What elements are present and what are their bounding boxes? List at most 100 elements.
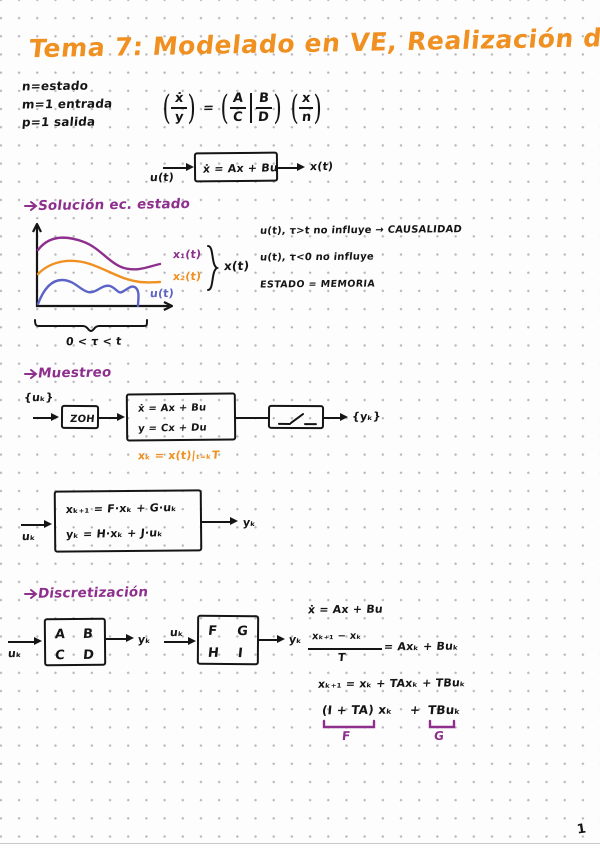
- zoh-label: ZOH: [69, 413, 96, 426]
- curve-label-x1: x₁(t): [172, 247, 202, 262]
- abcd-input-label: uₖ: [7, 646, 23, 661]
- discrete-input-label: uₖ: [21, 529, 37, 544]
- note-causality: u(t), τ>t no influye → CAUSALIDAD: [259, 224, 463, 237]
- page-title: Tema 7: Modelado en VE, Realización digi…: [27, 21, 600, 64]
- discrete-output-arrow: [230, 516, 238, 525]
- sampling-output-sequence: {yₖ}: [351, 409, 382, 424]
- curve-label-x2: x₂(t): [172, 269, 202, 284]
- matrix-lhs-bottom: y: [174, 109, 185, 126]
- fghi-box: F G H I: [196, 614, 260, 666]
- sample-relation: xₖ = x(t)|ₜ₌ₖT: [137, 448, 221, 463]
- fghi-g: G: [236, 624, 249, 640]
- matrix-c: C: [232, 109, 244, 126]
- abcd-output-label: yₖ: [137, 632, 152, 647]
- paren-open-1: (: [162, 87, 171, 128]
- brace-g-label: G: [433, 728, 445, 744]
- abcd-c: C: [54, 648, 66, 664]
- abcd-output-arrow: [126, 633, 134, 642]
- fghi-input-arrow: [188, 636, 196, 645]
- discrete-input-line: [21, 524, 46, 526]
- state-input-arrow: [186, 162, 194, 171]
- fghi-input-label: uₖ: [169, 625, 185, 640]
- definition-input: m=1 entrada: [21, 96, 114, 112]
- fghi-output-label: yₖ: [288, 632, 303, 647]
- equals-sign: =: [201, 100, 215, 116]
- sampler-output-line: [324, 417, 342, 419]
- state-output-line: [278, 167, 300, 169]
- matrix-equation: ( ẋ y ) = ( A C B D ) ( x: [160, 84, 325, 132]
- sampling-input-sequence: {uₖ}: [23, 390, 55, 405]
- sampling-input-arrow: [51, 412, 59, 421]
- paren-close-1: ): [187, 87, 197, 128]
- paren-open-3: (: [290, 87, 299, 128]
- derivation-line3: xₖ₊₁ = xₖ + TAxₖ + TBuₖ: [317, 676, 467, 691]
- state-input-line: [163, 167, 188, 169]
- page-number: 1: [575, 821, 587, 838]
- abcd-d: D: [82, 647, 95, 663]
- interval-brace-icon: [34, 319, 148, 333]
- state-equation-text: ẋ = Ax + Bu: [202, 161, 279, 176]
- abcd-input-line: [8, 641, 36, 643]
- heading-discretization: Discretización: [36, 584, 150, 602]
- interval-label: 0 < τ < t: [65, 334, 123, 349]
- matrix-partition-line: [249, 93, 252, 123]
- abcd-b: B: [82, 626, 94, 642]
- plant-to-sampler-line: [236, 417, 269, 419]
- discrete-output-line: [202, 521, 232, 523]
- derivation-fraction-rhs: = Axₖ + Buₖ: [383, 639, 460, 654]
- zoh-to-plant-line: [99, 417, 119, 419]
- note-state-memory: ESTADO = MEMORIA: [259, 278, 376, 291]
- fghi-output-line: [259, 639, 279, 641]
- abcd-a: A: [54, 627, 66, 643]
- derivation-line4-left: (I + TA) xₖ: [321, 702, 394, 718]
- definition-state: n=estado: [21, 78, 89, 94]
- zoh-box: ZOH: [60, 404, 100, 430]
- brace-g-icon: [428, 719, 456, 729]
- plant-state-equation: ẋ = Ax + Bu: [137, 402, 207, 415]
- definition-output: p=1 salida: [21, 114, 97, 130]
- curve-group-label: x(t): [223, 258, 250, 274]
- curve-label-u: u(t): [149, 286, 175, 301]
- fghi-i: I: [237, 646, 244, 662]
- paren-close-2: ): [273, 87, 282, 128]
- fghi-input-line: [164, 641, 190, 643]
- sampler-output-arrow: [340, 412, 348, 421]
- plant-box: ẋ = Ax + Bu y = Cx + Du: [125, 392, 237, 442]
- discrete-state-box: xₖ₊₁ = F·xₖ + G·uₖ yₖ = H·xₖ + J·uₖ: [53, 489, 203, 553]
- matrix-d: D: [257, 109, 271, 126]
- brace-f-label: F: [341, 728, 352, 744]
- sampling-input-line: [33, 417, 53, 419]
- plant-output-equation: y = Cx + Du: [137, 422, 208, 435]
- discrete-input-arrow: [44, 519, 52, 528]
- brace-f-icon: [322, 719, 376, 729]
- state-output-arrow: [297, 162, 305, 171]
- abcd-output-line: [106, 638, 128, 640]
- discrete-state-equation: xₖ₊₁ = F·xₖ + G·uₖ: [65, 500, 178, 517]
- derivation-line1: ẋ = Ax + Bu: [307, 602, 384, 617]
- matrix-b: B: [258, 90, 270, 107]
- derivation-fraction-denominator: T: [337, 650, 347, 665]
- state-output-label: x(t): [309, 159, 334, 174]
- discrete-output-label: yₖ: [242, 515, 257, 530]
- arrow-bullet-sampling-icon: [24, 369, 38, 379]
- heading-solution: Solución ec. estado: [36, 195, 192, 215]
- derivation-fraction-numerator: xₖ₊₁ − xₖ: [311, 630, 363, 643]
- fghi-f: F: [207, 623, 218, 639]
- discrete-output-equation: yₖ = H·xₖ + J·uₖ: [65, 526, 164, 542]
- sampler-switch-icon: [277, 413, 317, 426]
- derivation-line4-right: TBuₖ: [427, 702, 462, 718]
- state-equation-box: ẋ = Ax + Bu: [193, 151, 279, 183]
- abcd-input-arrow: [34, 636, 42, 645]
- matrix-lhs-top: ẋ: [174, 90, 185, 107]
- state-input-label: u(t): [149, 170, 175, 185]
- heading-sampling: Muestreo: [37, 364, 113, 382]
- arrow-bullet-discretization-icon: [24, 589, 38, 599]
- zoh-to-plant-arrow: [117, 412, 125, 421]
- note-noninfluence: u(t), τ<0 no influye: [259, 251, 375, 264]
- fghi-h: H: [207, 645, 220, 661]
- sampler-box: [267, 404, 325, 430]
- derivation-line4-plus: +: [409, 702, 421, 718]
- arrow-bullet-solution-icon: [24, 201, 38, 211]
- matrix-rhs-bottom: n: [300, 109, 312, 126]
